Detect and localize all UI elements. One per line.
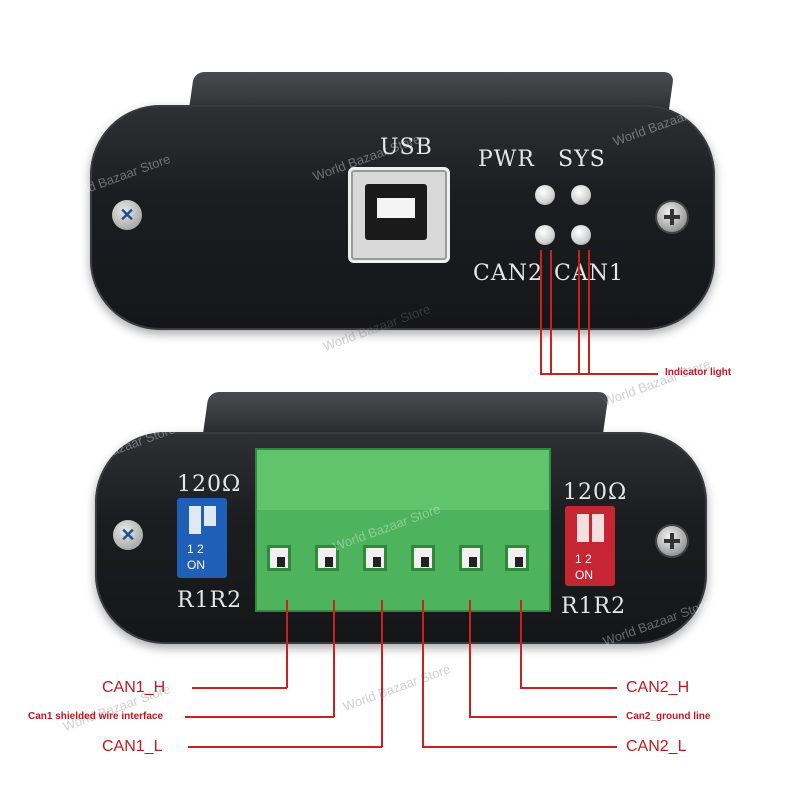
can2-led [535,225,555,245]
indicator-leader-2 [550,250,552,374]
can1-led [571,225,591,245]
indicator-light-label: Indicator light [665,367,732,378]
left-resistor-switch-names: R1R2 [177,588,243,613]
indicator-leader-4 [588,250,590,374]
terminal-pin-can1-h[interactable] [267,545,291,571]
left-resistor-value: 120Ω [177,472,242,497]
can2-l-label: CAN2_L [626,738,687,755]
usb-b-port[interactable] [348,167,450,263]
top-device-front-panel: ✕ USB PWR SYS CAN2 CAN1 [90,105,715,330]
indicator-leader-3 [578,250,580,374]
can2-ground-leader-v [469,600,471,717]
brand-logo-icon: ✕ [112,200,142,230]
watermark: World Bazaar Store [600,356,713,409]
pwr-label: PWR [478,147,535,172]
brand-logo-icon: ✕ [113,520,143,550]
can1-l-leader-h [188,746,382,748]
terminal-pin-can1-l[interactable] [363,545,387,571]
bottom-device-front-panel: ✕ 120Ω 1 2 ON R1R2 120Ω 1 2 ON R1R2 [95,432,707,644]
indicator-leader-horizontal [540,373,658,375]
can1-h-leader-v [286,600,288,688]
watermark: World Bazaar Store [340,661,453,714]
can2-l-leader-h [422,746,617,748]
indicator-leader-1 [540,250,542,374]
terminal-pin-can1-shield[interactable] [315,545,339,571]
terminal-block [255,448,551,612]
can1-shield-label: Can1 shielded wire interface [28,711,164,722]
can1-shield-leader-v [333,600,335,717]
terminal-pin-can2-h[interactable] [505,545,529,571]
right-resistor-value: 120Ω [563,480,628,505]
screw-icon [657,526,687,556]
can2-label: CAN2 [473,261,543,286]
can1-l-label: CAN1_L [102,738,163,755]
can2-h-leader-h [520,687,617,689]
can2-l-leader-v [422,600,424,747]
right-dip-numbers: 1 2 [575,552,592,566]
usb-label: USB [380,135,433,160]
can2-ground-label: Can2_ground line [626,711,711,722]
terminal-pin-can2-l[interactable] [411,545,435,571]
left-dip-switch[interactable]: 1 2 ON [177,498,227,578]
right-dip-on: ON [575,568,593,582]
can1-shield-leader-h [185,716,334,718]
can1-h-leader-h [192,687,287,689]
screw-icon [657,202,687,232]
can2-h-leader-v [520,600,522,688]
left-dip-numbers: 1 2 [187,542,204,556]
terminal-pin-can2-ground[interactable] [459,545,483,571]
can2-ground-leader-h [469,716,617,718]
sys-label: SYS [558,147,606,172]
can2-h-label: CAN2_H [626,679,690,696]
can1-h-label: CAN1_H [102,679,166,696]
sys-led [571,185,591,205]
pwr-led [535,185,555,205]
right-dip-switch[interactable]: 1 2 ON [565,506,615,586]
right-resistor-switch-names: R1R2 [561,594,627,619]
can1-l-leader-v [381,600,383,747]
left-dip-on: ON [187,558,205,572]
